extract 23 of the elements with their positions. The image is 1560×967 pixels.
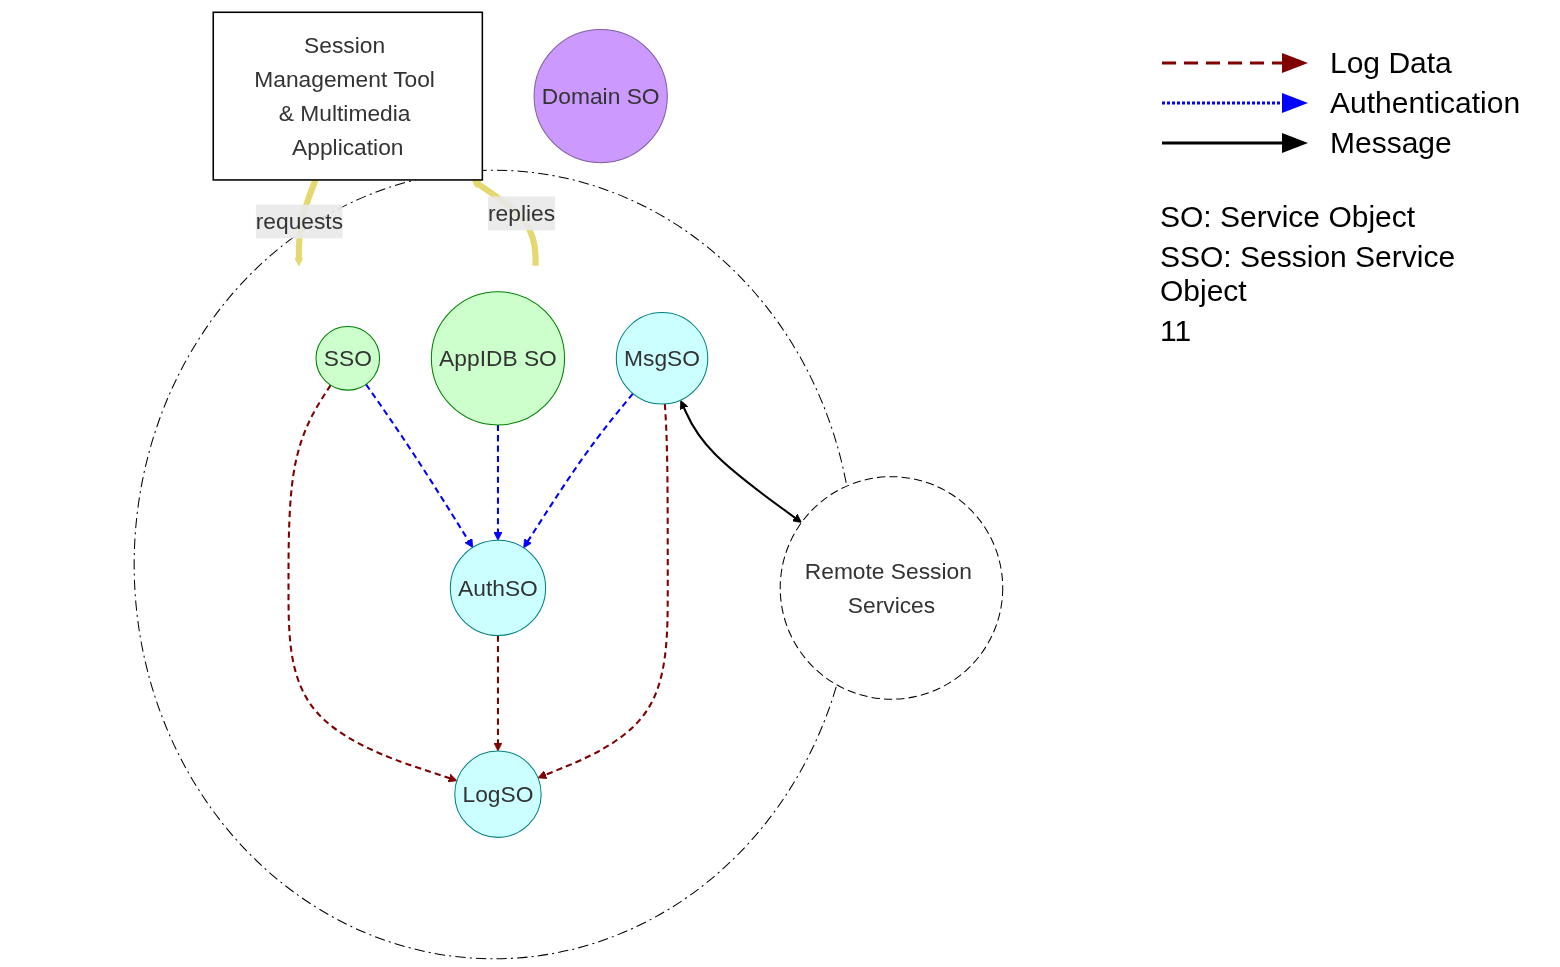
legend-label: Log Data: [1330, 46, 1452, 80]
node-circle: Domain SO: [533, 28, 668, 163]
legend-label: Authentication: [1330, 86, 1521, 120]
node-circle: SSO: [315, 325, 381, 391]
note-text: 11: [1160, 314, 1193, 348]
node-box: Session Management Tool & Multimedia Application: [212, 11, 484, 181]
legend-label: Message: [1330, 126, 1452, 160]
note-text: SSO: Session Service Object: [1160, 240, 1457, 308]
edge-label: requests: [255, 208, 344, 234]
arrow: [679, 399, 802, 523]
node-circle: Remote Session Services: [779, 475, 1004, 700]
edge-label: replies: [488, 200, 556, 226]
node-circle: AppIDB SO: [430, 290, 566, 425]
node-circle: AuthSO: [449, 539, 547, 636]
arrow: [493, 424, 503, 541]
node-circle: MsgSO: [615, 311, 709, 405]
arrow: [493, 635, 503, 751]
note-text: SO: Service Object: [1160, 200, 1417, 234]
node-circle: LogSO: [454, 749, 542, 838]
arrow: [365, 383, 474, 548]
arrow: [537, 403, 669, 779]
arrow: [523, 392, 634, 548]
arrow: [287, 384, 458, 782]
